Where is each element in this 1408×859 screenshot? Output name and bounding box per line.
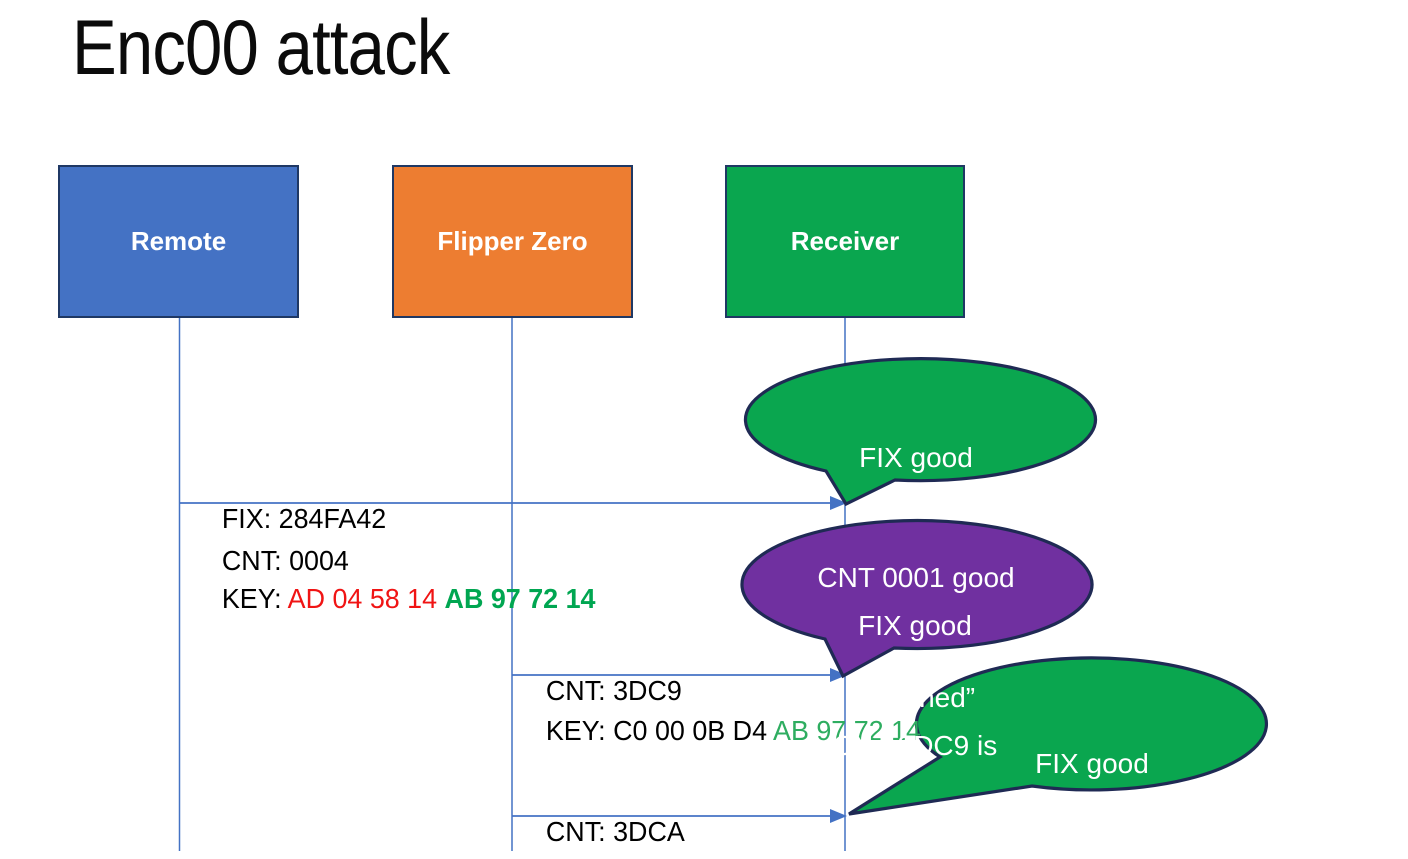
arrowhead-flipper-to-receiver-1 <box>830 668 847 682</box>
callout2-line3: future code <box>739 846 1091 859</box>
msg3-key-prefix: KEY: <box>546 856 613 859</box>
msg1-fix-label: FIX: 284FA42 <box>192 468 386 570</box>
callout3-line1: FIX good <box>1035 748 1149 779</box>
callout-text-future-code: FIX good CNT 3DC9 is future code <box>739 526 1091 859</box>
msg3-cnt-text: CNT: 3DCA <box>545 816 685 847</box>
msg2-key-label: KEY: C0 00 0B D4 AB 97 72 14 <box>516 680 921 782</box>
msg3-key-green-bytes: AB 97 72 14 <box>767 856 915 859</box>
callout-bubble-future-code <box>740 518 1094 679</box>
msg3-key-black-bytes: C0 02 8A 33 <box>613 856 767 859</box>
callout1-line3: “Opened” <box>856 682 976 713</box>
msg3-cnt-label: CNT: 3DCA <box>516 781 685 859</box>
msg1-fix-text: FIX: 284FA42 <box>221 503 387 534</box>
arrowhead-flipper-to-receiver-2 <box>830 809 847 823</box>
msg3-key-label: KEY: C0 02 8A 33 AB 97 72 14 <box>516 821 915 859</box>
actor-label-receiver: Receiver <box>790 226 900 256</box>
arrowhead-remote-to-receiver <box>830 496 847 510</box>
callout-bubble-opened-2 <box>848 656 1268 816</box>
actor-label-remote: Remote <box>130 226 227 256</box>
actor-box-receiver: Receiver <box>725 165 965 318</box>
msg2-cnt-label: CNT: 3DC9 <box>516 640 682 742</box>
callout2-line2: CNT 3DC9 is <box>832 730 998 761</box>
actor-box-remote: Remote <box>58 165 299 318</box>
actor-label-flipper-zero: Flipper Zero <box>437 226 588 256</box>
callout1-line2: CNT 0001 good <box>817 562 1015 593</box>
msg1-key-label: KEY: AD 04 58 14 AB 97 72 14 <box>192 548 596 650</box>
msg2-cnt-text: CNT: 3DC9 <box>545 675 682 706</box>
msg2-key-prefix: KEY: <box>545 715 614 746</box>
msg2-key-green-bytes: AB 97 72 14 <box>773 715 921 746</box>
callout2-line1: FIX good <box>858 610 972 641</box>
msg1-cnt-label: CNT: 0004 <box>192 510 349 612</box>
msg1-key-red-bytes: AD 04 58 14 <box>287 583 445 614</box>
actor-box-flipper-zero: Flipper Zero <box>392 165 633 318</box>
page-title: Enc00 attack <box>72 3 450 91</box>
callout1-line1: FIX good <box>859 442 973 473</box>
msg1-cnt-text: CNT: 0004 <box>221 545 349 576</box>
msg1-key-prefix: KEY: <box>221 583 288 614</box>
callout-text-opened-2: FIX good CNT is 3DCA “Opened” <box>916 664 1268 859</box>
callout-bubble-opened-1 <box>743 357 1097 507</box>
msg2-key-black-bytes: C0 00 0B D4 <box>613 715 774 746</box>
msg1-key-green-bytes: AB 97 72 14 <box>444 583 596 614</box>
callout-text-opened-1: FIX good CNT 0001 good “Opened” <box>740 358 1092 798</box>
